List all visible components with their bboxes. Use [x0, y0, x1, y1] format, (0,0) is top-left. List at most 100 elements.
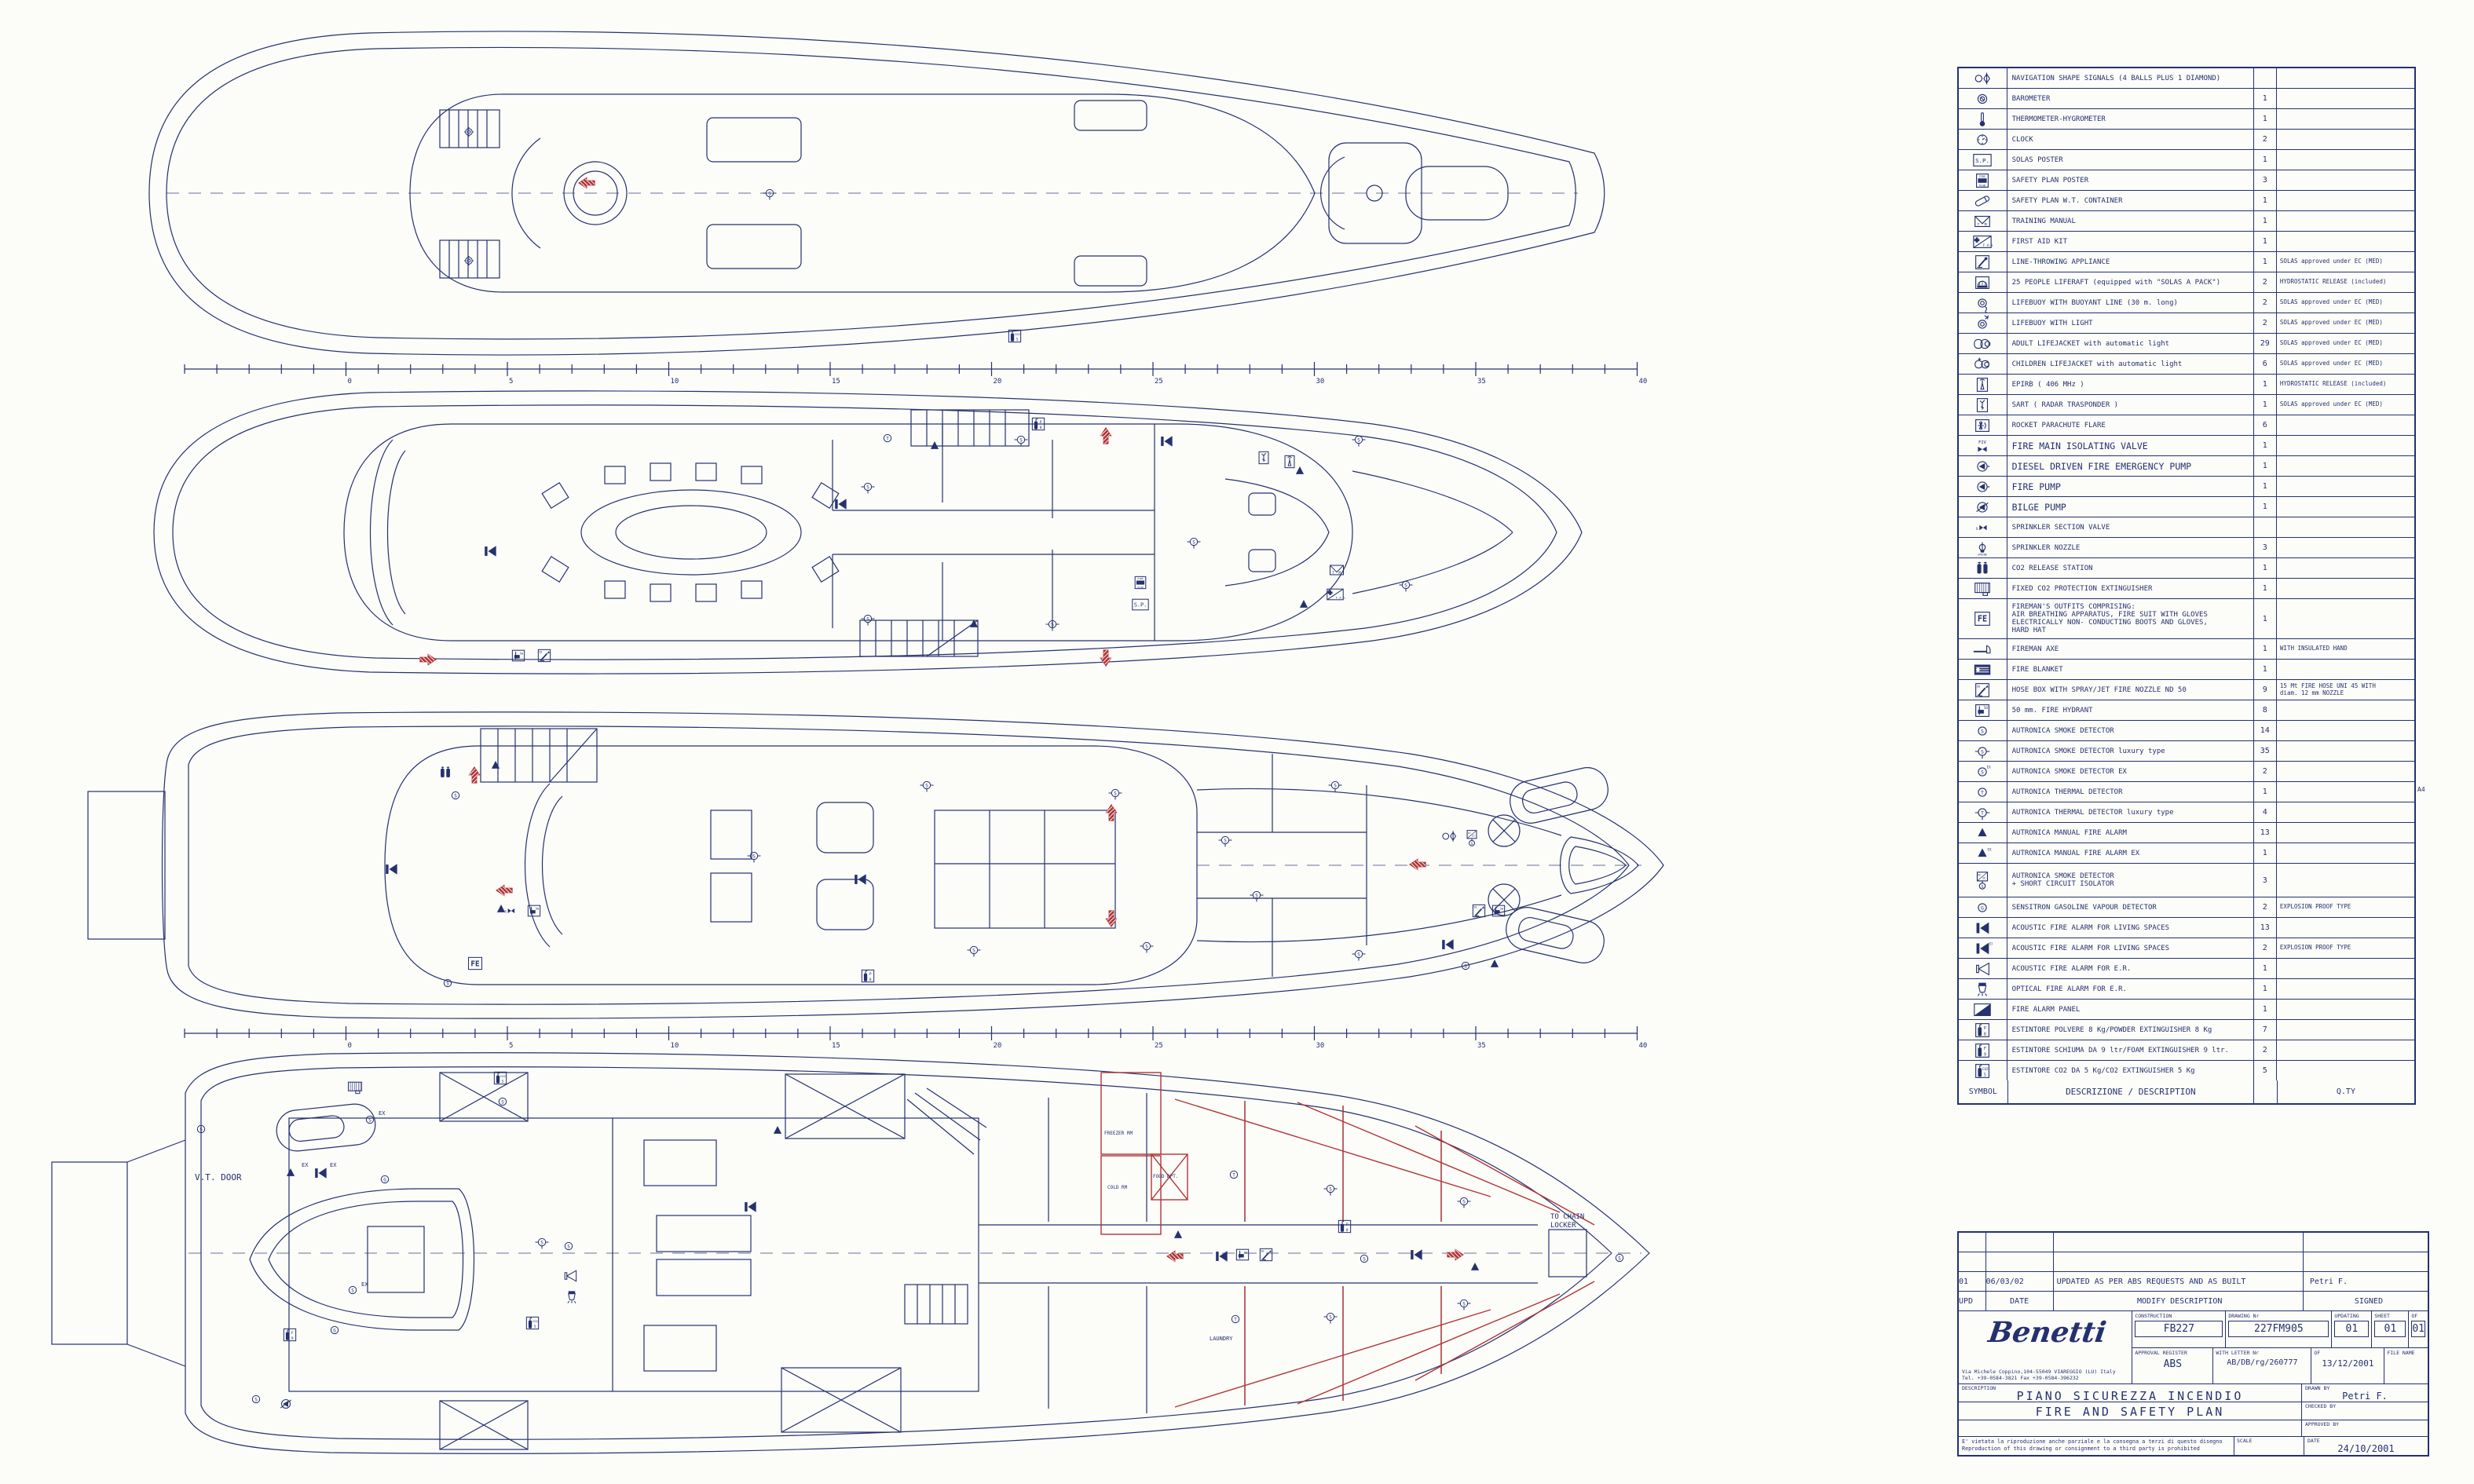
legend-qty: 2	[2254, 1040, 2277, 1060]
date-label: DATE	[2307, 1438, 2320, 1444]
legend-remark	[2277, 477, 2414, 496]
legend-description: 50 mm. FIRE HYDRANT	[2007, 700, 2254, 720]
legend-qty: 5	[2254, 1061, 2277, 1080]
svg-text:0: 0	[348, 378, 352, 386]
sp-icon	[1973, 153, 1992, 166]
legend-remark	[2277, 700, 2414, 720]
approval-register-value: ABS	[2163, 1358, 2183, 1370]
drawn-by-label: DRAWN BY	[2305, 1385, 2330, 1391]
legend-remark	[2277, 959, 2414, 978]
title-block-main-band: Benetti Via Michele Coppino,104-55049 VI…	[1959, 1311, 2428, 1384]
pumpb-icon	[1976, 501, 1989, 513]
legend-description: HOSE BOX WITH SPRAY/JET FIRE NOZZLE ND 5…	[2007, 680, 2254, 700]
legend-remark	[2277, 660, 2414, 679]
deck-plan-upper-deck	[153, 390, 1583, 674]
svg-text:25: 25	[1155, 378, 1163, 386]
legend-description: AUTRONICA SMOKE DETECTOR luxury type	[2007, 741, 2254, 761]
svg-text:35: 35	[1477, 1042, 1486, 1050]
legend-remark	[2277, 782, 2414, 802]
construction-value: FB227	[2135, 1321, 2223, 1337]
extf-icon	[1975, 1043, 1990, 1058]
legend-qty: 1	[2254, 579, 2277, 598]
legend-remark	[2277, 232, 2414, 251]
fiv-icon	[1978, 440, 1987, 451]
deck-symbols	[196, 126, 1624, 1409]
legend-qty: 1	[2254, 191, 2277, 210]
approval-of-value: 13/12/2001	[2322, 1358, 2374, 1369]
legend-remark	[2277, 741, 2414, 761]
legend-description: FIRE PUMP	[2007, 477, 2254, 496]
checked-by-label: CHECKED BY	[2305, 1403, 2337, 1409]
description-en-row: FIRE AND SAFETY PLAN CHECKED BY	[1959, 1402, 2428, 1420]
revision-row-01: 01 06/03/02 UPDATED AS PER ABS REQUESTS …	[1959, 1272, 2428, 1292]
legend-description: 25 PEOPLE LIFERAFT (equipped with "SOLAS…	[2007, 272, 2254, 292]
legend-remark: HYDROSTATIC RELEASE (included)	[2279, 380, 2387, 388]
legend-remark	[2277, 823, 2414, 843]
legend-description: OPTICAL FIRE ALARM FOR E.R.	[2007, 979, 2254, 999]
benetti-logo: Benetti	[1986, 1316, 2109, 1349]
legend-description: BILGE PUMP	[2007, 497, 2254, 517]
legend-qty: 4	[2254, 802, 2277, 822]
svg-text:LAUNDRY: LAUNDRY	[1210, 1336, 1233, 1342]
legend-description: CO2 RELEASE STATION	[2007, 558, 2254, 578]
sprv-icon	[1975, 525, 1987, 532]
legend-remark	[2277, 109, 2414, 129]
legend-description: AUTRONICA MANUAL FIRE ALARM EX	[2007, 843, 2254, 863]
legend-qty: 2	[2254, 762, 2277, 781]
legend-description: SENSITRON GASOLINE VAPOUR DETECTOR	[2007, 897, 2254, 917]
legend-remark	[2277, 558, 2414, 578]
blanket-icon	[1974, 663, 1992, 675]
lt-icon	[1975, 254, 1990, 269]
deck-plan-sun-deck	[148, 31, 1605, 356]
legend-description: FIRE BLANKET	[2007, 660, 2254, 679]
legend-qty: 3	[2254, 170, 2277, 190]
legend-row-sci: AUTRONICA SMOKE DETECTOR + SHORT CIRCUIT…	[1959, 864, 2414, 897]
drawing-nr-value: 227FM905	[2228, 1321, 2329, 1337]
legend-description: AUTRONICA SMOKE DETECTOR EX	[2007, 762, 2254, 781]
title-block: 01 06/03/02 UPDATED AS PER ABS REQUESTS …	[1957, 1231, 2429, 1457]
legend-qty: 13	[2254, 918, 2277, 938]
legend-qty: 2	[2254, 293, 2277, 313]
legend-qty: 2	[2254, 313, 2277, 333]
cslux-icon	[1974, 746, 1991, 759]
legend-remark	[2277, 979, 2414, 999]
legend-qty: 14	[2254, 721, 2277, 740]
ja-icon	[1974, 338, 1991, 349]
sprn-icon	[1977, 541, 1988, 557]
legend-qty: 2	[2254, 130, 2277, 149]
legend-remark	[2277, 843, 2414, 863]
updating-label: UPDATING	[2334, 1313, 2359, 1319]
legend-description: ADULT LIFEJACKET with automatic light	[2007, 334, 2254, 353]
svg-text:20: 20	[994, 378, 1002, 386]
reproduction-note: E' vietata la riproduzione anche parzial…	[1959, 1437, 2234, 1455]
file-name-label: FILE NAME	[2387, 1349, 2415, 1356]
legend-remark	[2277, 415, 2414, 435]
hose-icon	[1975, 682, 1990, 697]
legend-qty: 35	[2254, 741, 2277, 761]
legend-description: FIREMAN AXE	[2007, 639, 2254, 659]
tm-icon	[1974, 215, 1991, 228]
legend-remark: SOLAS approved under EC (MED)	[2279, 400, 2383, 408]
horner-icon	[1976, 962, 1990, 975]
legend-remark: SOLAS approved under EC (MED)	[2279, 360, 2383, 367]
legend-description: LIFEBUOY WITH LIGHT	[2007, 313, 2254, 333]
svg-text:30: 30	[1316, 378, 1325, 386]
axe-icon	[1973, 644, 1992, 654]
legend-description: ESTINTORE CO2 DA 5 Kg/CO2 EXTINGUISHER 5…	[2007, 1061, 2254, 1080]
revision-signed: Petri F.	[2309, 1277, 2348, 1286]
legend-qty: 3	[2254, 538, 2277, 557]
blight-icon	[1978, 314, 1989, 329]
legend-remark	[2277, 517, 2414, 537]
